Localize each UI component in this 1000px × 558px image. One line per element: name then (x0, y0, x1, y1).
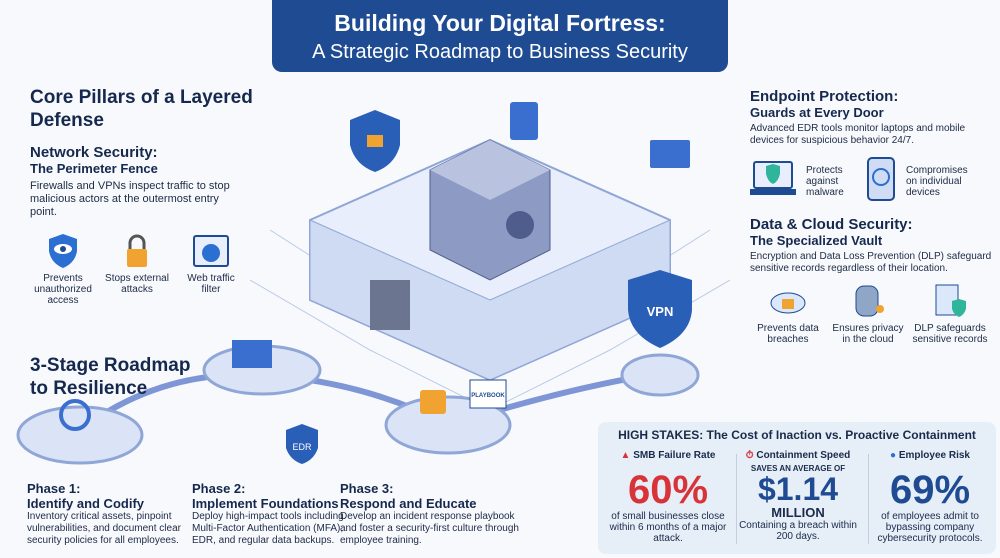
network-body: Firewalls and VPNs inspect traffic to st… (30, 180, 230, 218)
stopwatch-icon: ⏱ (745, 450, 754, 461)
endpoint-body: Advanced EDR tools monitor laptops and m… (750, 123, 966, 146)
monitor-icon (650, 140, 690, 168)
endpoint-title: Endpoint Protection: (750, 88, 899, 105)
phase3-node (384, 395, 512, 455)
magnifier-icon (59, 399, 91, 431)
stats-heading: HIGH STAKES: The Cost of Inaction vs. Pr… (618, 428, 976, 442)
laptop-icon (232, 340, 272, 368)
vpn-shield-icon: VPN (628, 270, 692, 348)
shield-eye-icon (45, 233, 81, 269)
phone-fingerprint-icon (866, 157, 896, 206)
laptop-shield-icon (750, 160, 796, 203)
endpoint-subtitle: Guards at Every Door (750, 105, 884, 120)
edr-shield-icon: EDR (286, 424, 318, 464)
stat-employee-risk: ● Employee Risk 69% of employees admit t… (877, 450, 983, 544)
warning-icon: ▲ (620, 450, 631, 461)
padlock-network-icon (119, 233, 155, 269)
padlock-icon (420, 390, 446, 414)
phase1-node (16, 405, 144, 465)
svg-text:VPN: VPN (647, 304, 674, 319)
network-title: Network Security: (30, 144, 158, 161)
stat-smb-failure: ▲ SMB Failure Rate 60% of small business… (609, 450, 727, 544)
title: Building Your Digital Fortress: (334, 10, 666, 36)
user-warning-icon: ● (890, 450, 897, 461)
cloud-lock-icon (770, 283, 806, 319)
network-subtitle: The Perimeter Fence (30, 161, 158, 176)
data-subtitle: The Specialized Vault (750, 233, 883, 248)
phase-2: Phase 2:Implement Foundations Deploy hig… (192, 481, 344, 546)
gate-icon (370, 280, 410, 330)
database-key-icon (850, 283, 886, 319)
pillars-heading: Core Pillars of a Layered Defense (30, 87, 253, 131)
document-shield-icon (932, 283, 968, 319)
roadmap-heading: 3-Stage Roadmap to Resilience (30, 355, 191, 399)
subtitle: A Strategic Roadmap to Business Security (312, 41, 688, 63)
fortress-illustration: VPN (250, 102, 730, 411)
svg-text:PLAYBOOK: PLAYBOOK (471, 393, 505, 399)
playbook-icon: PLAYBOOK (469, 379, 507, 409)
svg-text:EDR: EDR (292, 442, 312, 452)
data-title: Data & Cloud Security: (750, 216, 913, 233)
web-globe-icon (193, 233, 229, 269)
roadmap-path: EDR PLAYBOOK (16, 340, 700, 465)
phase-1: Phase 1:Identify and Codify Inventory cr… (27, 481, 181, 546)
stat-containment: ⏱ Containment Speed SAVES AN AVERAGE OF … (739, 450, 857, 542)
shield-lock-icon (350, 110, 400, 172)
title-banner: Building Your Digital Fortress: A Strate… (272, 0, 728, 72)
phase-3: Phase 3:Respond and Educate Develop an i… (340, 481, 519, 546)
training-node (620, 353, 700, 397)
phone-icon (510, 102, 538, 140)
data-body: Encryption and Data Loss Prevention (DLP… (750, 251, 992, 274)
stats-panel: HIGH STAKES: The Cost of Inaction vs. Pr… (598, 422, 996, 554)
